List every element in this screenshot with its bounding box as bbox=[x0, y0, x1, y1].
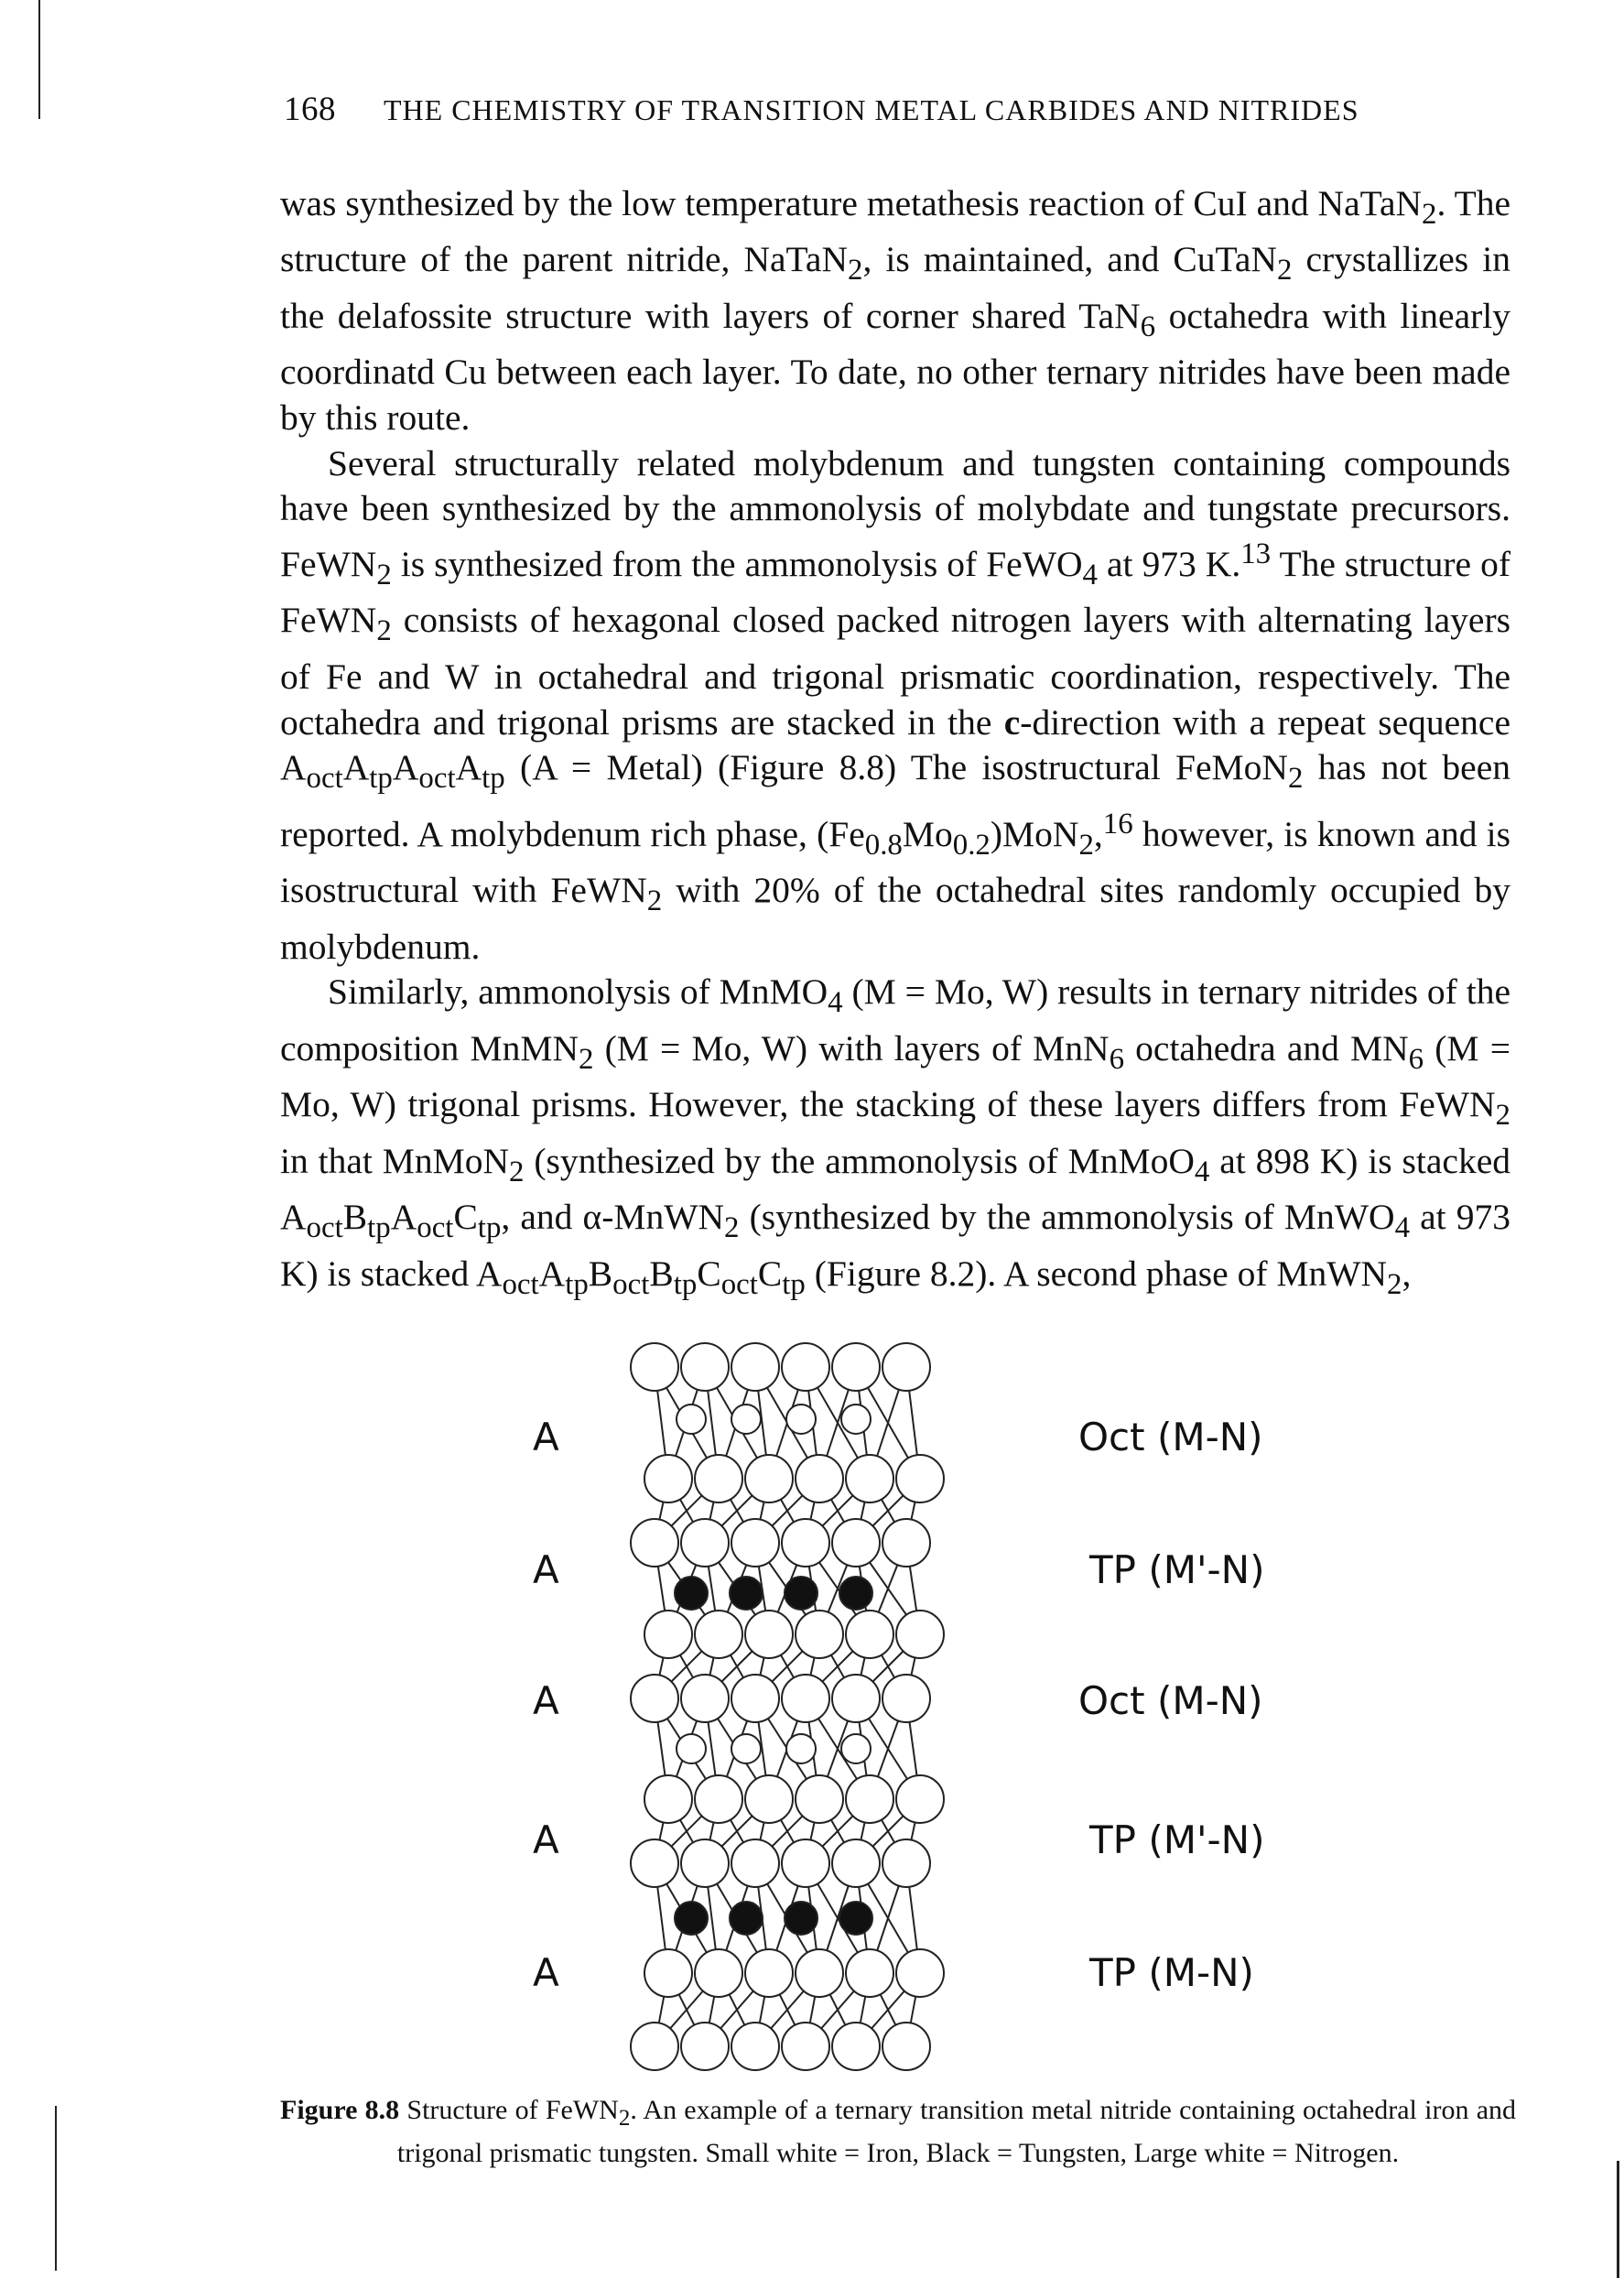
nitrogen-atom bbox=[795, 1948, 844, 1998]
paragraph-2: Several structurally related molybdenum … bbox=[280, 442, 1511, 967]
nitrogen-atom bbox=[694, 1454, 743, 1503]
nitrogen-atom bbox=[831, 2022, 881, 2071]
nitrogen-atom bbox=[895, 1774, 945, 1824]
nitrogen-atom bbox=[781, 1518, 830, 1567]
nitrogen-atom bbox=[882, 2022, 931, 2071]
figure-8-8: A A A A A Oct (M-N) TP (M'-N) Oct (M-N) … bbox=[476, 1332, 1391, 2092]
layer-letter: A bbox=[533, 1950, 559, 1995]
nitrogen-atom bbox=[731, 1342, 780, 1392]
nitrogen-atom bbox=[731, 1518, 780, 1567]
nitrogen-atom bbox=[781, 1342, 830, 1392]
nitrogen-atom bbox=[744, 1948, 794, 1998]
iron-atom bbox=[731, 1733, 762, 1764]
nitrogen-atom bbox=[680, 2022, 730, 2071]
tungsten-atom bbox=[784, 1576, 818, 1611]
scan-edge-mark bbox=[38, 0, 40, 119]
nitrogen-atom bbox=[882, 1839, 931, 1888]
nitrogen-atom bbox=[795, 1774, 844, 1824]
nitrogen-atom bbox=[781, 1674, 830, 1723]
tungsten-atom bbox=[839, 1901, 873, 1936]
figure-caption: Figure 8.8 Structure of FeWN2. An exampl… bbox=[280, 2095, 1517, 2168]
iron-atom bbox=[785, 1404, 817, 1435]
nitrogen-atom bbox=[630, 1674, 679, 1723]
iron-atom bbox=[785, 1733, 817, 1764]
nitrogen-atom bbox=[831, 1674, 881, 1723]
tungsten-atom bbox=[784, 1901, 818, 1936]
tungsten-atom bbox=[839, 1576, 873, 1611]
nitrogen-atom bbox=[744, 1774, 794, 1824]
layer-letter: A bbox=[533, 1817, 559, 1862]
nitrogen-atom bbox=[831, 1839, 881, 1888]
nitrogen-atom bbox=[882, 1518, 931, 1567]
nitrogen-atom bbox=[744, 1610, 794, 1659]
body-text: was synthesized by the low temperature m… bbox=[280, 181, 1510, 1307]
nitrogen-atom bbox=[680, 1674, 730, 1723]
nitrogen-atom bbox=[731, 1839, 780, 1888]
iron-atom bbox=[676, 1733, 707, 1764]
paragraph-3: Similarly, ammonolysis of MnMO4 (M = Mo,… bbox=[280, 971, 1510, 1301]
iron-atom bbox=[676, 1404, 707, 1435]
nitrogen-atom bbox=[630, 1518, 679, 1567]
nitrogen-atom bbox=[644, 1948, 693, 1998]
nitrogen-atom bbox=[795, 1610, 844, 1659]
tungsten-atom bbox=[674, 1576, 709, 1611]
nitrogen-atom bbox=[831, 1342, 881, 1392]
nitrogen-atom bbox=[630, 1342, 679, 1392]
iron-atom bbox=[731, 1404, 762, 1435]
layer-label: TP (M-N) bbox=[1089, 1950, 1254, 1995]
nitrogen-atom bbox=[895, 1610, 945, 1659]
nitrogen-atom bbox=[781, 1839, 830, 1888]
nitrogen-atom bbox=[845, 1948, 894, 1998]
page-header: 168 THE CHEMISTRY OF TRANSITION METAL CA… bbox=[284, 90, 1510, 129]
layer-letter: A bbox=[533, 1415, 559, 1459]
nitrogen-atom bbox=[680, 1342, 730, 1392]
tungsten-atom bbox=[729, 1901, 763, 1936]
nitrogen-atom bbox=[644, 1774, 693, 1824]
layer-letter: A bbox=[533, 1547, 559, 1592]
nitrogen-atom bbox=[680, 1518, 730, 1567]
nitrogen-atom bbox=[644, 1454, 693, 1503]
caption-label: Figure 8.8 bbox=[280, 2095, 400, 2125]
nitrogen-atom bbox=[744, 1454, 794, 1503]
crystal-structure-diagram bbox=[630, 1342, 945, 2071]
nitrogen-atom bbox=[644, 1610, 693, 1659]
layer-label: TP (M'-N) bbox=[1089, 1547, 1265, 1592]
nitrogen-atom bbox=[895, 1948, 945, 1998]
nitrogen-atom bbox=[630, 1839, 679, 1888]
layer-letter: A bbox=[533, 1678, 559, 1723]
nitrogen-atom bbox=[882, 1342, 931, 1392]
iron-atom bbox=[840, 1733, 872, 1764]
tungsten-atom bbox=[729, 1576, 763, 1611]
nitrogen-atom bbox=[845, 1454, 894, 1503]
nitrogen-atom bbox=[694, 1610, 743, 1659]
nitrogen-atom bbox=[694, 1774, 743, 1824]
running-title: THE CHEMISTRY OF TRANSITION METAL CARBID… bbox=[384, 93, 1359, 126]
layer-label: Oct (M-N) bbox=[1078, 1678, 1263, 1723]
scan-edge-mark bbox=[55, 2106, 57, 2271]
nitrogen-atom bbox=[630, 2022, 679, 2071]
nitrogen-atom bbox=[781, 2022, 830, 2071]
page-number: 168 bbox=[284, 91, 336, 128]
nitrogen-atom bbox=[895, 1454, 945, 1503]
nitrogen-atom bbox=[845, 1774, 894, 1824]
nitrogen-atom bbox=[882, 1674, 931, 1723]
iron-atom bbox=[840, 1404, 872, 1435]
nitrogen-atom bbox=[694, 1948, 743, 1998]
scan-edge-mark bbox=[1617, 2161, 1619, 2278]
nitrogen-atom bbox=[731, 2022, 780, 2071]
nitrogen-atom bbox=[845, 1610, 894, 1659]
nitrogen-atom bbox=[831, 1518, 881, 1567]
layer-label: TP (M'-N) bbox=[1089, 1817, 1265, 1862]
nitrogen-atom bbox=[731, 1674, 780, 1723]
nitrogen-atom bbox=[795, 1454, 844, 1503]
tungsten-atom bbox=[674, 1901, 709, 1936]
paragraph-1: was synthesized by the low temperature m… bbox=[280, 183, 1511, 439]
layer-label: Oct (M-N) bbox=[1078, 1415, 1263, 1459]
nitrogen-atom bbox=[680, 1839, 730, 1888]
